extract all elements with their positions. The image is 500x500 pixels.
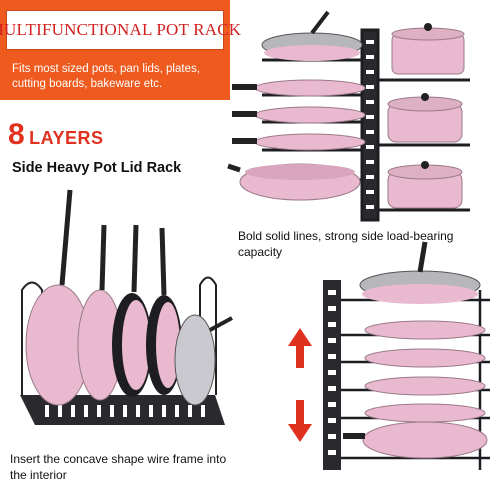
lids-and-pans bbox=[25, 189, 233, 406]
top-pans bbox=[227, 10, 366, 201]
banner-description: Fits most sized pots, pan lids, plates, … bbox=[12, 63, 200, 90]
layers-word: LAYERS bbox=[29, 128, 104, 148]
lid-rack-frame bbox=[20, 276, 225, 425]
layers-heading: 8 LAYERS bbox=[8, 118, 104, 152]
banner-title-box: MULTIFUNCTIONAL POT RACK bbox=[0, 10, 241, 50]
tall-rack-pans bbox=[343, 241, 488, 459]
arrow-down-icon bbox=[288, 400, 312, 442]
right-caption: Bold solid lines, strong side load-beari… bbox=[238, 229, 454, 259]
arrow-up-icon bbox=[288, 328, 312, 368]
layers-number: 8 bbox=[8, 118, 25, 151]
banner-title: MULTIFUNCTIONAL POT RACK bbox=[0, 20, 242, 39]
feature-banner: MULTIFUNCTIONAL POT RACK Fits most sized… bbox=[0, 0, 241, 100]
left-caption: Insert the concave shape wire frame into… bbox=[10, 452, 227, 482]
top-pots bbox=[387, 23, 465, 209]
adjust-arrows bbox=[288, 328, 312, 442]
subtitle: Side Heavy Pot Lid Rack bbox=[12, 160, 182, 176]
